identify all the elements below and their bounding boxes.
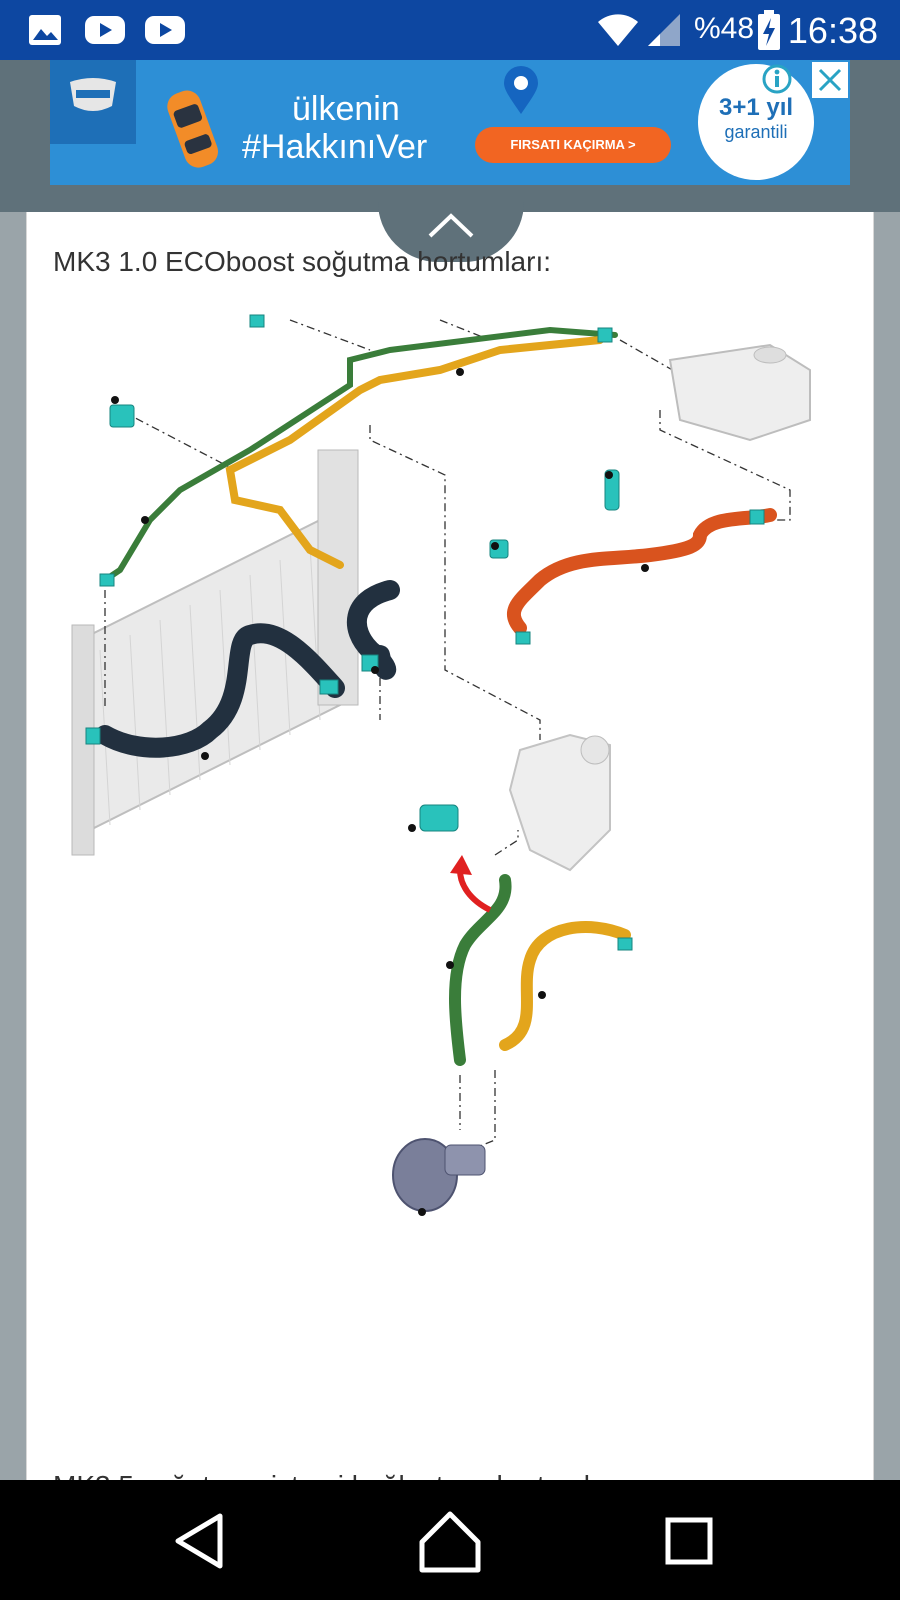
warranty-badge-sub: garantili <box>724 122 788 142</box>
home-icon[interactable] <box>410 1506 490 1576</box>
ad-info-icon[interactable] <box>762 64 792 94</box>
battery-percent: %48 <box>694 12 755 45</box>
expansion-tank <box>668 343 811 442</box>
location-pin-icon <box>504 66 538 114</box>
youtube-icon <box>145 16 185 44</box>
warranty-badge: 3+1 yıl garantili <box>698 64 814 180</box>
section-heading: MK3 1.0 ECOboost soğutma hortumları: <box>53 246 551 277</box>
thermostat-housing <box>508 733 611 872</box>
youtube-icon <box>85 16 125 44</box>
wifi-icon <box>598 14 638 46</box>
ad-hashtag: #HakkınıVer <box>242 128 428 166</box>
car-icon <box>167 90 219 168</box>
gallery-icon <box>29 15 61 45</box>
back-icon[interactable] <box>160 1506 240 1576</box>
navigation-bar <box>0 1480 900 1600</box>
cooling-hoses-diagram <box>71 314 811 1216</box>
recents-icon[interactable] <box>650 1506 730 1576</box>
brand-logo <box>50 60 136 144</box>
battery-charging-icon <box>758 10 780 50</box>
ad-cta-button[interactable]: FIRSATI KAÇIRMA > <box>475 127 671 163</box>
clock: 16:38 <box>787 10 878 51</box>
electric-water-pump <box>392 1138 486 1212</box>
chevron-up-icon <box>428 213 474 238</box>
signal-icon <box>648 14 680 46</box>
ad-headline: ülkenin <box>292 90 400 128</box>
status-bar: %48 16:38 <box>0 0 900 60</box>
warranty-badge-main: 3+1 yıl <box>718 94 794 121</box>
ad-banner[interactable]: ülkenin #HakkınıVer FIRSATI KAÇIRMA > 3+… <box>50 60 850 185</box>
ad-close-icon[interactable] <box>812 62 848 98</box>
